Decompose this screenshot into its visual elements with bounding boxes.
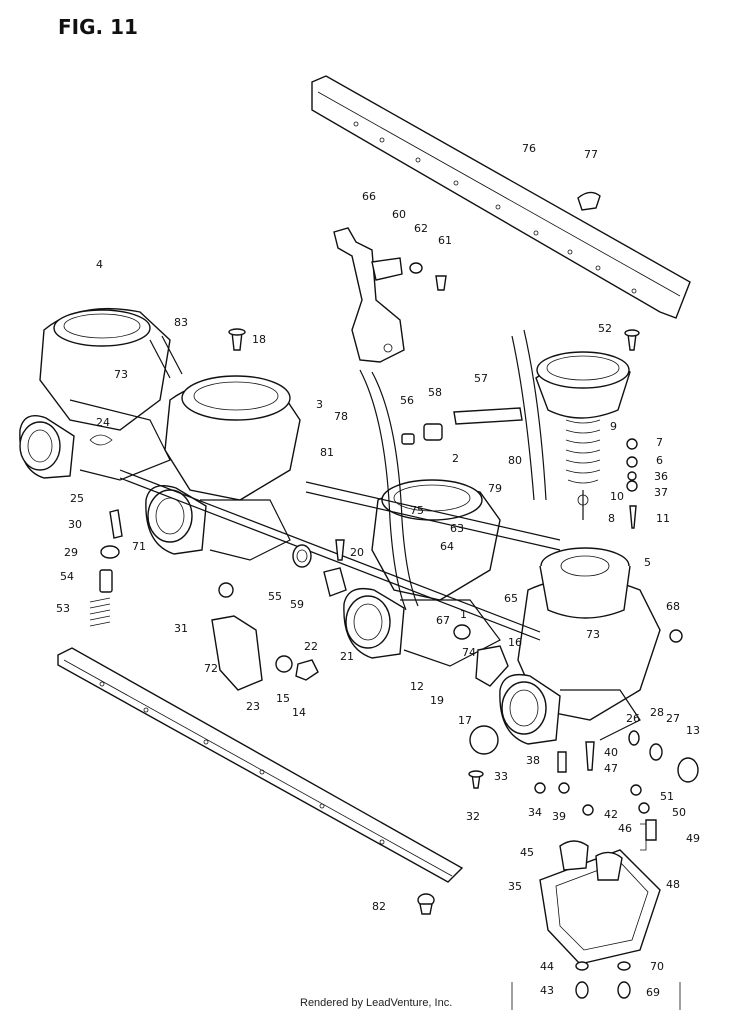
float-bowl-part: [539, 840, 661, 965]
callout-78: 78: [334, 410, 348, 423]
callout-42: 42: [604, 808, 618, 821]
callout-46: 46: [618, 822, 632, 835]
callout-75: 75: [410, 504, 424, 517]
callout-58: 58: [428, 386, 442, 399]
callout-55: 55: [268, 590, 282, 603]
callout-13: 13: [686, 724, 700, 737]
callout-61: 61: [438, 234, 452, 247]
callout-24: 24: [96, 416, 110, 429]
callout-70: 70: [650, 960, 664, 973]
carburetor-second-part: [145, 375, 301, 561]
callout-11: 11: [656, 512, 670, 525]
callout-52: 52: [598, 322, 612, 335]
callout-14: 14: [292, 706, 306, 719]
callout-57: 57: [474, 372, 488, 385]
callout-76: 76: [522, 142, 536, 155]
callout-2: 2: [452, 452, 459, 465]
callout-15: 15: [276, 692, 290, 705]
callout-83: 83: [174, 316, 188, 329]
callout-60: 60: [392, 208, 406, 221]
callout-9: 9: [610, 420, 617, 433]
callout-77: 77: [584, 148, 598, 161]
callout-59: 59: [290, 598, 304, 611]
callout-34: 34: [528, 806, 542, 819]
callout-33: 33: [494, 770, 508, 783]
callout-69: 69: [646, 986, 660, 999]
callout-31: 31: [174, 622, 188, 635]
callout-39: 39: [552, 810, 566, 823]
callout-44: 44: [540, 960, 554, 973]
callout-68: 68: [666, 600, 680, 613]
callout-80: 80: [508, 454, 522, 467]
callout-53: 53: [56, 602, 70, 615]
callout-37: 37: [654, 486, 668, 499]
callout-32: 32: [466, 810, 480, 823]
diaphragm-chamber-part: [535, 351, 631, 520]
callout-65: 65: [504, 592, 518, 605]
callout-25: 25: [70, 492, 84, 505]
callout-19: 19: [430, 694, 444, 707]
top-bracket-part: [311, 75, 691, 319]
callout-23: 23: [246, 700, 260, 713]
callout-56: 56: [400, 394, 414, 407]
carburetor-left-part: [19, 307, 171, 481]
callout-10: 10: [610, 490, 624, 503]
callout-51: 51: [660, 790, 674, 803]
callout-28: 28: [650, 706, 664, 719]
callout-21: 21: [340, 650, 354, 663]
callout-20: 20: [350, 546, 364, 559]
callout-8: 8: [608, 512, 615, 525]
figure-title: FIG. 11: [58, 15, 138, 39]
callout-45: 45: [520, 846, 534, 859]
callout-73: 73: [114, 368, 128, 381]
callout-26: 26: [626, 712, 640, 725]
callout-38: 38: [526, 754, 540, 767]
footer-credit: Rendered by LeadVenture, Inc.: [300, 997, 452, 1009]
carburetor-right-part: [499, 547, 661, 745]
throttle-shaft-part: [119, 469, 561, 641]
callout-50: 50: [672, 806, 686, 819]
callout-3: 3: [316, 398, 323, 411]
callout-12: 12: [410, 680, 424, 693]
callout-5: 5: [644, 556, 651, 569]
callout-17: 17: [458, 714, 472, 727]
throttle-linkage-part: [333, 227, 405, 363]
callout-1: 1: [460, 608, 467, 621]
callout-49: 49: [686, 832, 700, 845]
callout-74: 74: [462, 646, 476, 659]
callout-62: 62: [414, 222, 428, 235]
callout-36: 36: [654, 470, 668, 483]
callout-81: 81: [320, 446, 334, 459]
callout-27: 27: [666, 712, 680, 725]
callout-35: 35: [508, 880, 522, 893]
callout-7: 7: [656, 436, 663, 449]
small-parts: [89, 191, 699, 999]
callout-54: 54: [60, 570, 74, 583]
callout-29: 29: [64, 546, 78, 559]
callout-16: 16: [508, 636, 522, 649]
callout-48: 48: [666, 878, 680, 891]
callout-73b: 73: [586, 628, 600, 641]
callout-47: 47: [604, 762, 618, 775]
callout-72: 72: [204, 662, 218, 675]
callout-67: 67: [436, 614, 450, 627]
callout-64: 64: [440, 540, 454, 553]
callout-63: 63: [450, 522, 464, 535]
callout-18: 18: [252, 333, 266, 346]
callout-30: 30: [68, 518, 82, 531]
callout-22: 22: [304, 640, 318, 653]
callout-40: 40: [604, 746, 618, 759]
callout-43: 43: [540, 984, 554, 997]
callout-4: 4: [96, 258, 103, 271]
group-brackets: [511, 823, 681, 1010]
bottom-bracket-part: [57, 647, 464, 883]
callout-66: 66: [362, 190, 376, 203]
callout-6: 6: [656, 454, 663, 467]
callout-79: 79: [488, 482, 502, 495]
callout-71: 71: [132, 540, 146, 553]
carburetor-third-part: [343, 479, 501, 667]
callout-82: 82: [372, 900, 386, 913]
